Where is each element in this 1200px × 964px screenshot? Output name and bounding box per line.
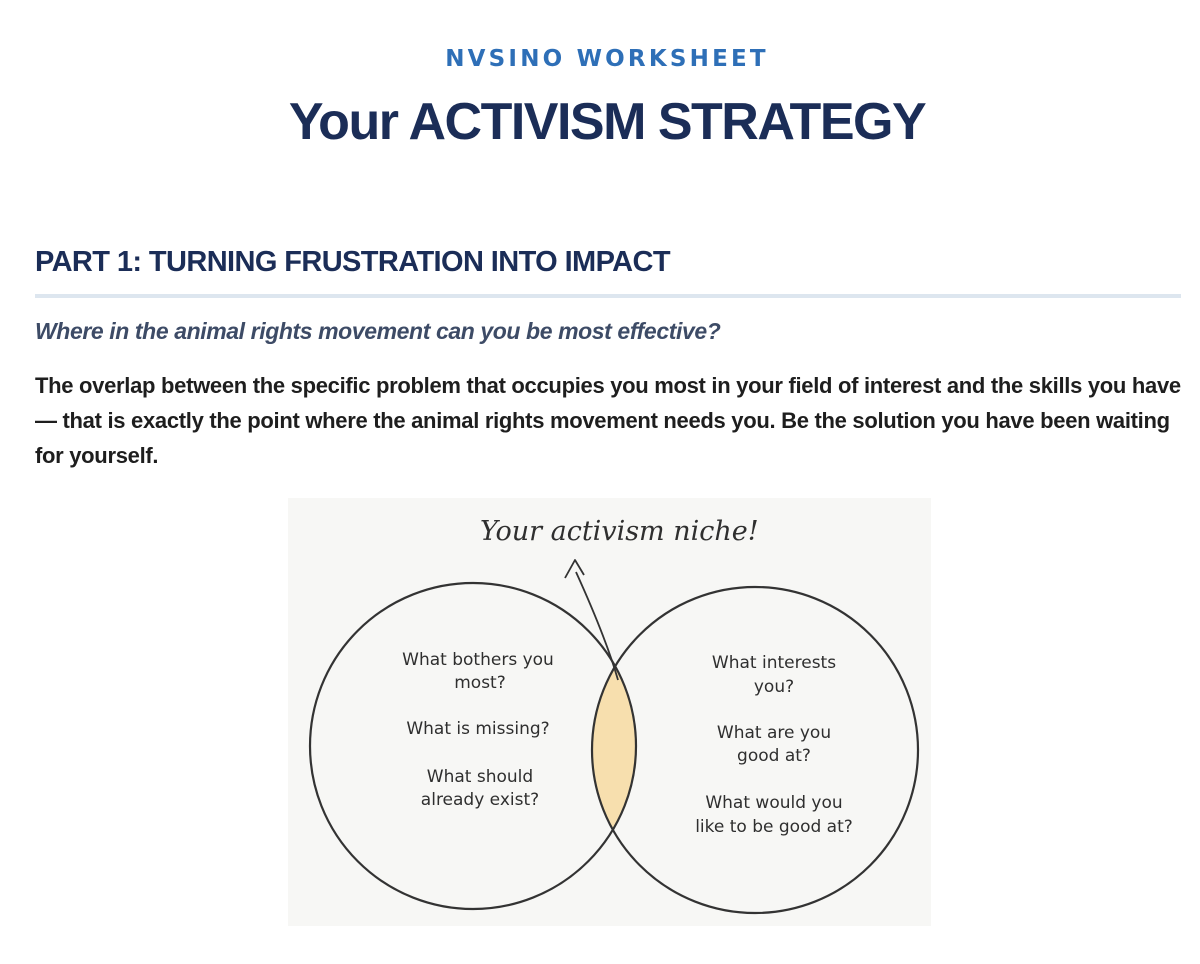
section-body: The overlap between the specific problem… [35, 373, 1181, 468]
left-question-2: What is missing? [406, 719, 549, 739]
section-question: Where in the animal rights movement can … [35, 318, 721, 344]
niche-arrow-line [575, 571, 619, 681]
venn-right-circle [590, 585, 920, 915]
venn-diagram: Your activism niche! What bothers you mo… [288, 498, 931, 926]
niche-label: Your activism niche! [480, 516, 759, 547]
section-title: PART 1: TURNING FRUSTRATION INTO IMPACT [35, 246, 671, 278]
section-divider [35, 294, 1181, 298]
right-question-1-line-2: you? [754, 677, 794, 697]
niche-arrow-head [564, 559, 585, 579]
left-question-3-line-1: What should [427, 767, 533, 787]
left-question-3-line-2: already exist? [421, 790, 539, 810]
venn-left-circle [308, 581, 638, 911]
left-question-1-line-1: What bothers you [402, 650, 554, 670]
left-question-1-line-2: most? [454, 673, 506, 693]
right-question-3-line-2: like to be good at? [695, 817, 853, 837]
right-question-1-line-1: What interests [712, 653, 836, 673]
venn-diagram-svg: Your activism niche! What bothers you mo… [288, 498, 931, 926]
right-question-2-line-2: good at? [737, 746, 811, 766]
right-question-3-line-1: What would you [705, 793, 842, 813]
page-title: Your ACTIVISM STRATEGY [288, 93, 927, 151]
worksheet-kicker: NVSINO WORKSHEET [445, 46, 769, 72]
right-question-2-line-1: What are you [717, 723, 831, 743]
